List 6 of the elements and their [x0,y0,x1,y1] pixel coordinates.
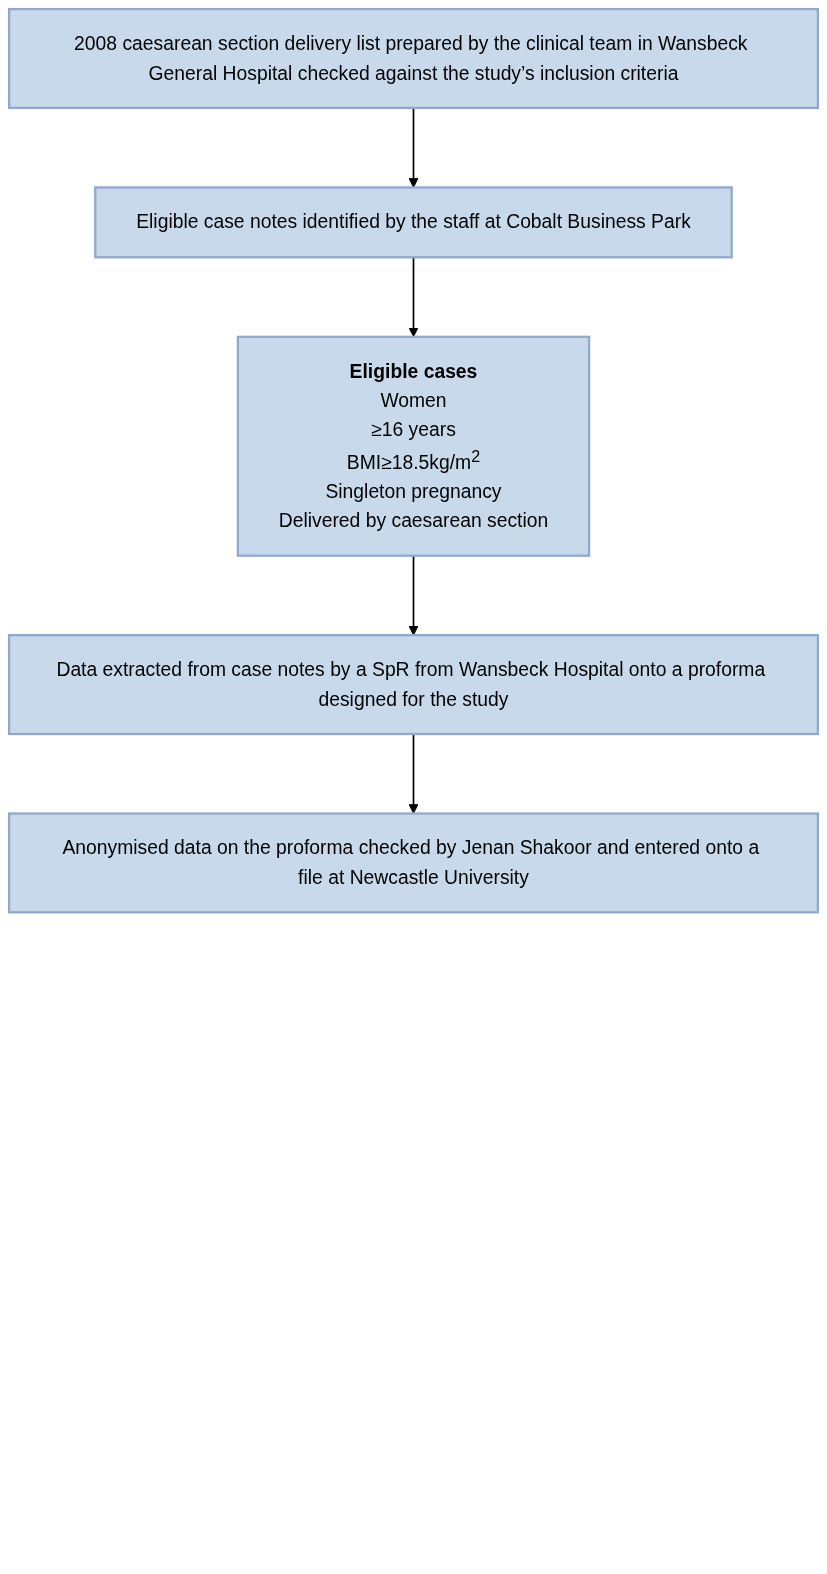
node-box: Data extracted from case notes by a SpR from Wansbeck Hospital onto a proforma designed for the study [7,634,820,736]
node-box: Eligible case notes identified by the staff at Cobalt Business Park [94,186,733,259]
node-box: Anonymised data on the proforma checked by Jenan Shakoor and entered onto a file at Newcastle University [7,812,820,914]
node-box: Eligible cases Women ≥16 years BMI≥18.5kg/m$^{2}$ Singleton pregnancy Delivered by caesarean section [236,335,591,557]
node-box: 2008 caesarean section delivery list prepared by the clinical team in Wansbeck General Hospital checked against the study’s inclusion criteria [7,7,820,110]
arrow [408,107,419,188]
